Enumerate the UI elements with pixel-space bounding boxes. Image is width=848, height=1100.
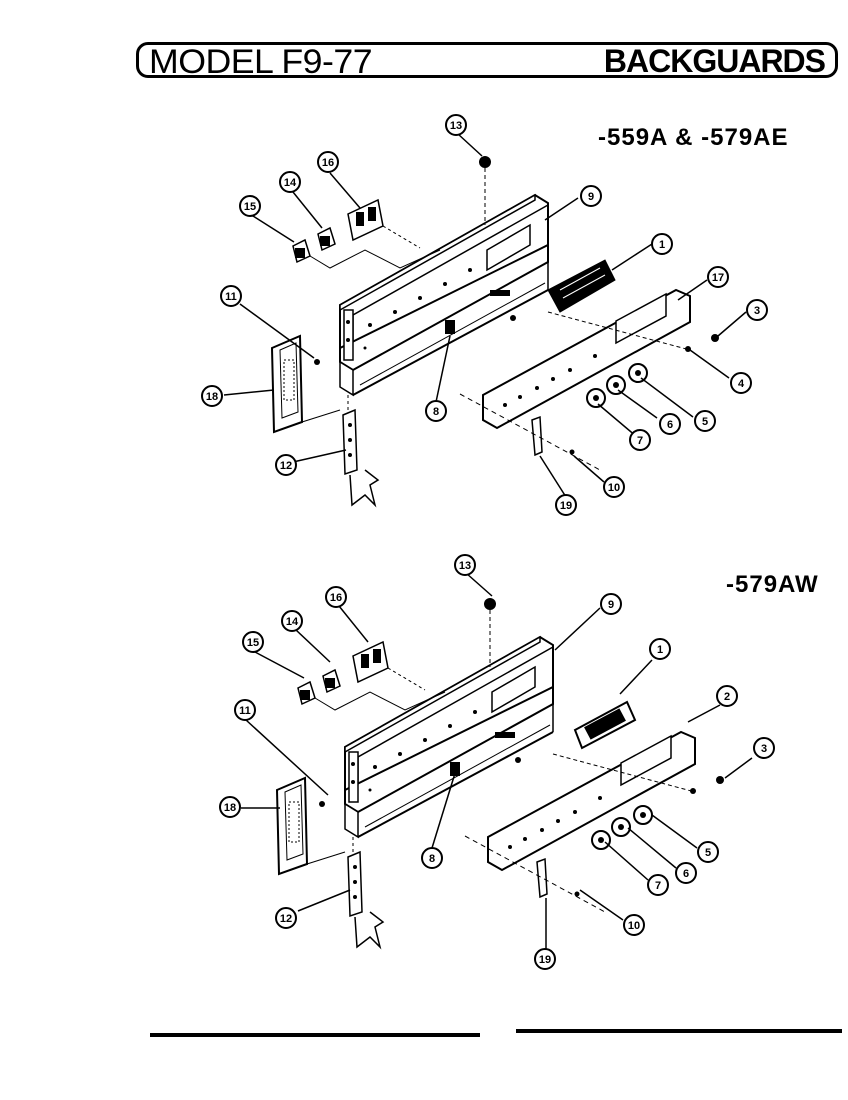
callout-15: 15 [244,201,256,213]
callout-3: 3 [754,305,760,317]
callout-16: 16 [322,157,334,169]
callout-8: 8 [433,406,439,418]
footer-rule-right [516,1029,842,1033]
callout-16: 16 [330,592,342,604]
variant-label-bottom: -579AW [726,571,819,598]
callout-5: 5 [702,416,708,428]
variant-label-top: -559A & -579AE [598,124,789,151]
callout-4: 4 [738,378,745,390]
callout-5: 5 [705,847,711,859]
section-title: BACKGUARDS [603,43,826,79]
callout-1: 1 [657,644,663,656]
callout-12: 12 [280,460,292,472]
callout-14: 14 [286,616,299,628]
callout-bubbles-bottom: 13 16 14 15 9 1 2 11 3 18 8 5 6 7 12 10 … [219,554,775,970]
callout-7: 7 [637,435,643,447]
callout-18: 18 [224,802,236,814]
callout-14: 14 [284,177,297,189]
assembly-top [271,155,720,506]
callout-9: 9 [608,599,614,611]
callout-13: 13 [459,560,471,572]
callout-11: 11 [239,705,251,717]
callout-9: 9 [588,191,594,203]
callout-7: 7 [655,880,661,892]
callout-18: 18 [206,391,218,403]
callout-3: 3 [761,743,767,755]
page-header: MODEL F9-77 BACKGUARDS [136,42,838,81]
assembly-bottom [276,597,725,948]
callout-8: 8 [429,853,435,865]
callouts-bottom [241,572,753,950]
callout-1: 1 [659,239,665,251]
callout-17: 17 [712,272,724,284]
callout-6: 6 [683,868,689,880]
callout-10: 10 [608,482,620,494]
callout-6: 6 [667,419,673,431]
callout-13: 13 [450,120,462,132]
callout-bubbles-top: 13 16 14 15 9 1 17 3 11 4 18 8 5 6 7 12 … [201,114,768,516]
callout-15: 15 [247,637,259,649]
callout-12: 12 [280,913,292,925]
callout-19: 19 [560,500,572,512]
model-title: MODEL F9-77 [149,43,373,81]
callout-19: 19 [539,954,551,966]
callout-10: 10 [628,920,640,932]
footer-rule-left [150,1033,480,1037]
callout-11: 11 [225,291,237,303]
callout-2: 2 [724,691,730,703]
callouts-top [223,133,747,498]
